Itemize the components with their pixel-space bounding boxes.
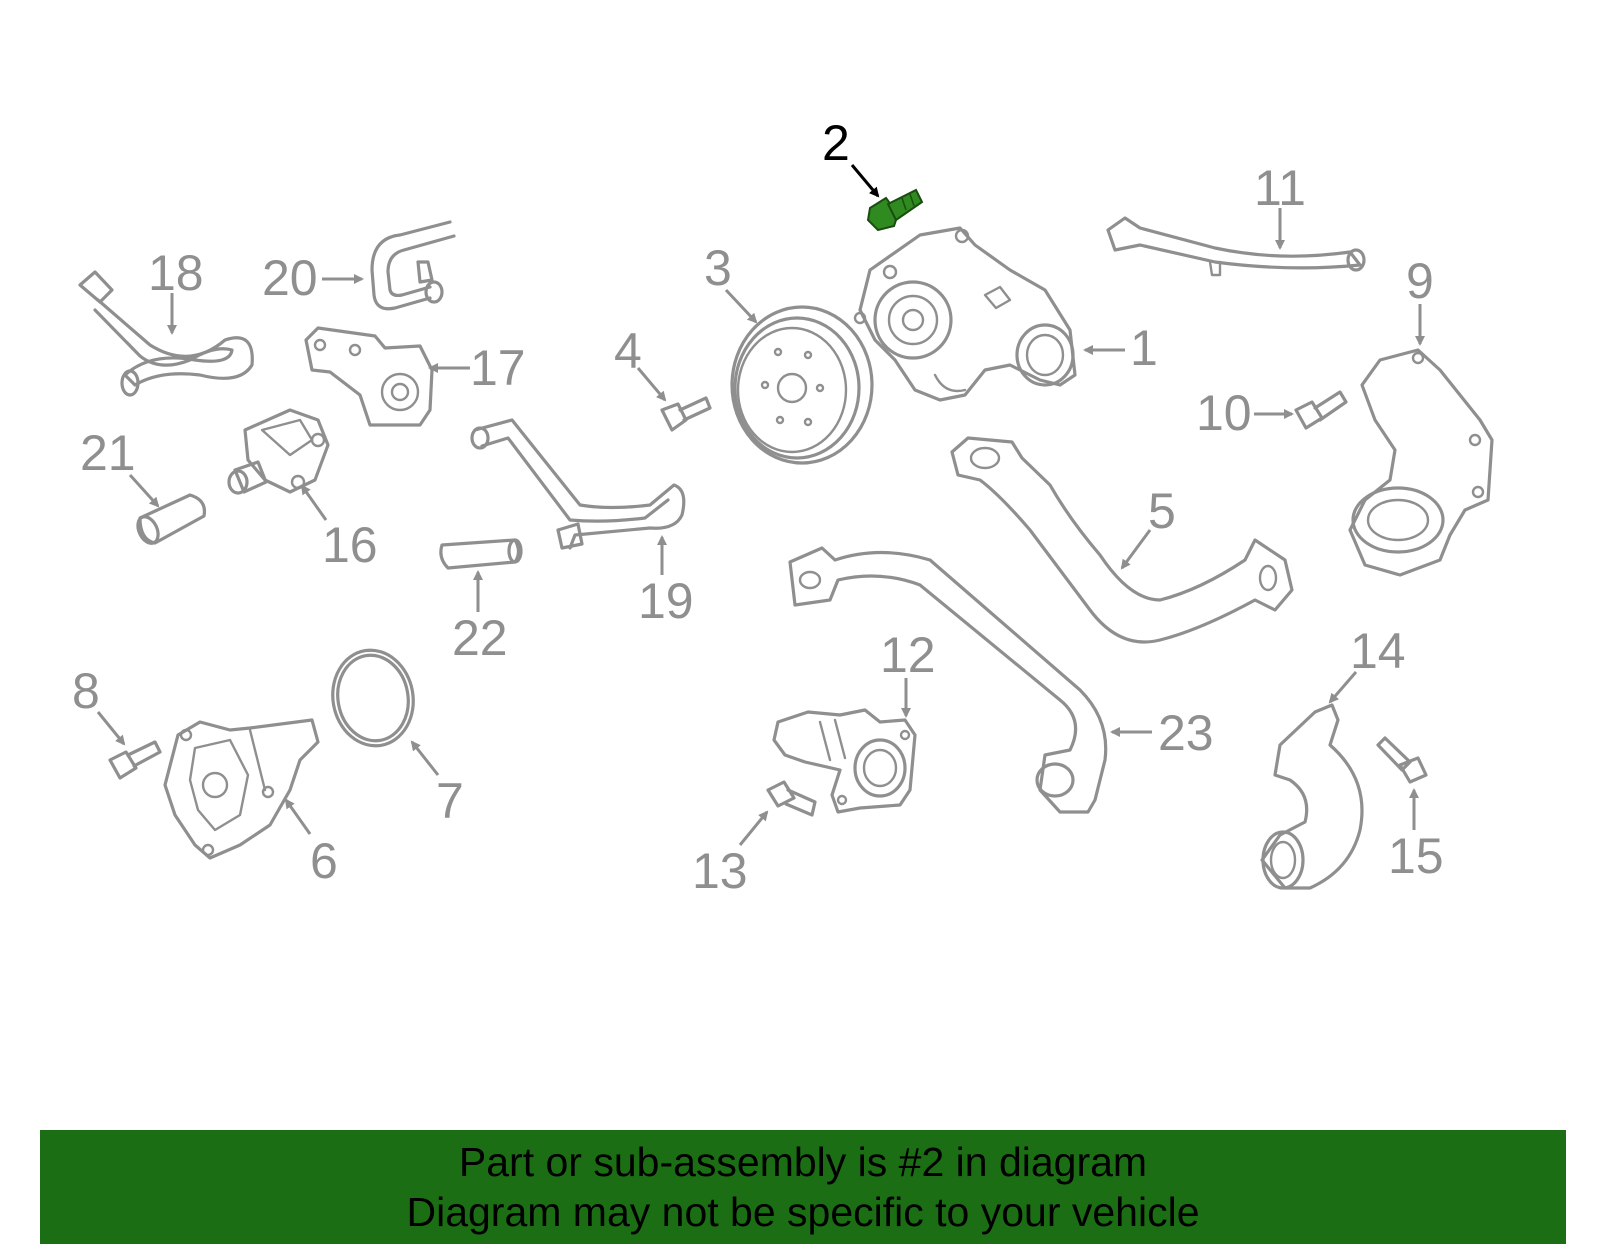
- part-13-bolt[interactable]: [766, 780, 817, 817]
- arrow-21: [128, 473, 160, 508]
- info-banner: Part or sub-assembly is #2 in diagram Di…: [40, 1130, 1566, 1244]
- arrow-5: [1120, 529, 1152, 570]
- part-7-o-ring[interactable]: [325, 644, 420, 752]
- label-17[interactable]: 17: [470, 340, 526, 396]
- part-6-housing[interactable]: [163, 718, 320, 860]
- part-14-elbow[interactable]: [1260, 703, 1364, 890]
- label-2[interactable]: 2: [822, 115, 850, 171]
- part-5-pipe[interactable]: [950, 436, 1294, 644]
- part-22-sleeve[interactable]: [439, 538, 523, 570]
- arrow-7: [410, 740, 440, 776]
- arrow-13: [738, 810, 769, 846]
- label-11[interactable]: 11: [1254, 160, 1306, 216]
- part-2-bolt-highlighted[interactable]: [866, 188, 924, 232]
- label-1[interactable]: 1: [1130, 320, 1158, 376]
- label-3[interactable]: 3: [704, 240, 732, 296]
- part-17-bracket[interactable]: [304, 326, 434, 427]
- arrow-2: [850, 164, 880, 198]
- banner-line-1: Part or sub-assembly is #2 in diagram: [458, 1139, 1148, 1185]
- part-10-bolt[interactable]: [1294, 390, 1348, 430]
- label-14[interactable]: 14: [1350, 623, 1406, 679]
- arrow-8: [96, 711, 126, 746]
- label-18[interactable]: 18: [148, 245, 204, 301]
- part-3-pulley[interactable]: [730, 305, 874, 465]
- label-19[interactable]: 19: [638, 573, 694, 629]
- label-15[interactable]: 15: [1388, 828, 1444, 884]
- label-7[interactable]: 7: [436, 773, 464, 829]
- part-4-bolt[interactable]: [660, 396, 712, 432]
- part-8-bolt[interactable]: [108, 740, 162, 780]
- label-13[interactable]: 13: [692, 843, 748, 899]
- arrow-16: [300, 484, 328, 521]
- part-15-bolt[interactable]: [1376, 736, 1428, 784]
- arrow-6: [284, 798, 312, 835]
- label-9[interactable]: 9: [1406, 253, 1434, 309]
- label-16[interactable]: 16: [322, 517, 378, 573]
- part-16-aux-pump[interactable]: [227, 408, 330, 495]
- label-20[interactable]: 20: [262, 250, 318, 306]
- label-6[interactable]: 6: [310, 833, 338, 889]
- part-21-sleeve[interactable]: [134, 493, 207, 546]
- arrow-14: [1328, 671, 1358, 704]
- label-4[interactable]: 4: [614, 323, 642, 379]
- label-23[interactable]: 23: [1158, 705, 1214, 761]
- part-11-pipe[interactable]: [1106, 216, 1366, 277]
- label-12[interactable]: 12: [880, 627, 936, 683]
- label-21[interactable]: 21: [80, 425, 136, 481]
- part-20-pipe[interactable]: [370, 220, 456, 311]
- label-5[interactable]: 5: [1148, 483, 1176, 539]
- part-1-water-pump[interactable]: [853, 226, 1077, 402]
- part-18-hose[interactable]: [78, 270, 254, 397]
- part-9-housing[interactable]: [1348, 348, 1494, 577]
- label-8[interactable]: 8: [72, 663, 100, 719]
- label-22[interactable]: 22: [452, 610, 508, 666]
- label-10[interactable]: 10: [1196, 385, 1252, 441]
- part-12-cover[interactable]: [772, 708, 917, 814]
- arrow-3: [724, 288, 758, 324]
- banner-line-2: Diagram may not be specific to your vehi…: [406, 1189, 1200, 1235]
- part-23-pipe[interactable]: [788, 546, 1108, 814]
- arrow-4: [636, 367, 667, 402]
- part-19-pipe[interactable]: [470, 418, 686, 550]
